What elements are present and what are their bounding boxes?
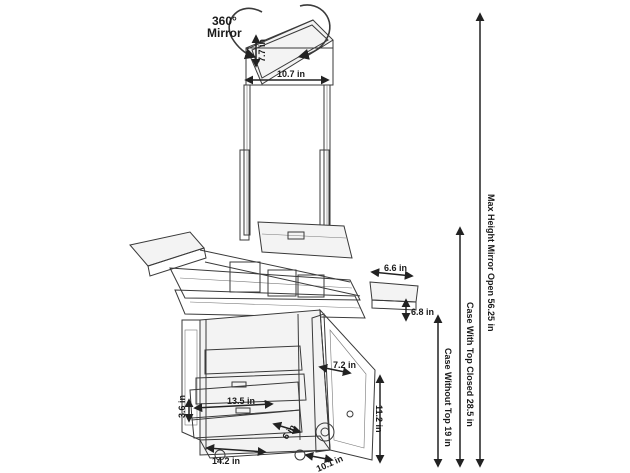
top-closed-height-dimension: Case With Top Closed 28.5 in	[455, 226, 475, 468]
mirror-width-label: 10.7 in	[277, 69, 305, 79]
drawer-width-label: 13.5 in	[227, 396, 255, 406]
door-depth-dimension: 7.2 in	[318, 360, 356, 377]
base-width-dimension: 14.2 in	[205, 444, 267, 466]
base-width-label: 14.2 in	[212, 456, 240, 466]
drawer-height-dimension: 3.6 in	[177, 395, 194, 423]
top-case	[129, 221, 419, 319]
tray-width-dimension: 6.6 in	[370, 263, 414, 280]
rotation-arrow-icon	[228, 4, 331, 60]
tray-depth-dimension: 6.8 in	[401, 298, 434, 322]
tray-width-label: 6.6 in	[384, 263, 407, 273]
top-closed-height-label: Case With Top Closed 28.5 in	[465, 302, 475, 427]
door-height-dimension: 11.2 in	[374, 374, 385, 464]
drawer-width-dimension: 13.5 in	[193, 396, 274, 413]
tray-depth-label: 6.8 in	[411, 307, 434, 317]
mirror-height-label: 7.7 in	[257, 39, 267, 62]
lower-body	[181, 308, 376, 461]
base-depth-label: 10.1 in	[315, 453, 345, 473]
telescopic-poles	[239, 84, 331, 241]
mirror-title-line2: Mirror	[207, 26, 242, 40]
mirror-height-dimension: 7.7 in	[251, 34, 267, 68]
mirror-title-line1: 360°	[212, 14, 237, 28]
base-depth-dimension: 10.1 in	[304, 451, 345, 473]
mirror-width-dimension: 10.7 in	[244, 69, 330, 85]
door-height-label: 11.2 in	[374, 405, 384, 433]
max-height-dimension: Max Height Mirror Open 56.25 in	[475, 12, 496, 468]
door-depth-label: 7.2 in	[333, 360, 356, 370]
drawer-height-label: 3.6 in	[177, 395, 187, 418]
without-top-height-dimension: Case Without Top 19 in	[433, 314, 453, 468]
without-top-height-label: Case Without Top 19 in	[443, 348, 453, 447]
max-height-label: Max Height Mirror Open 56.25 in	[486, 194, 496, 332]
